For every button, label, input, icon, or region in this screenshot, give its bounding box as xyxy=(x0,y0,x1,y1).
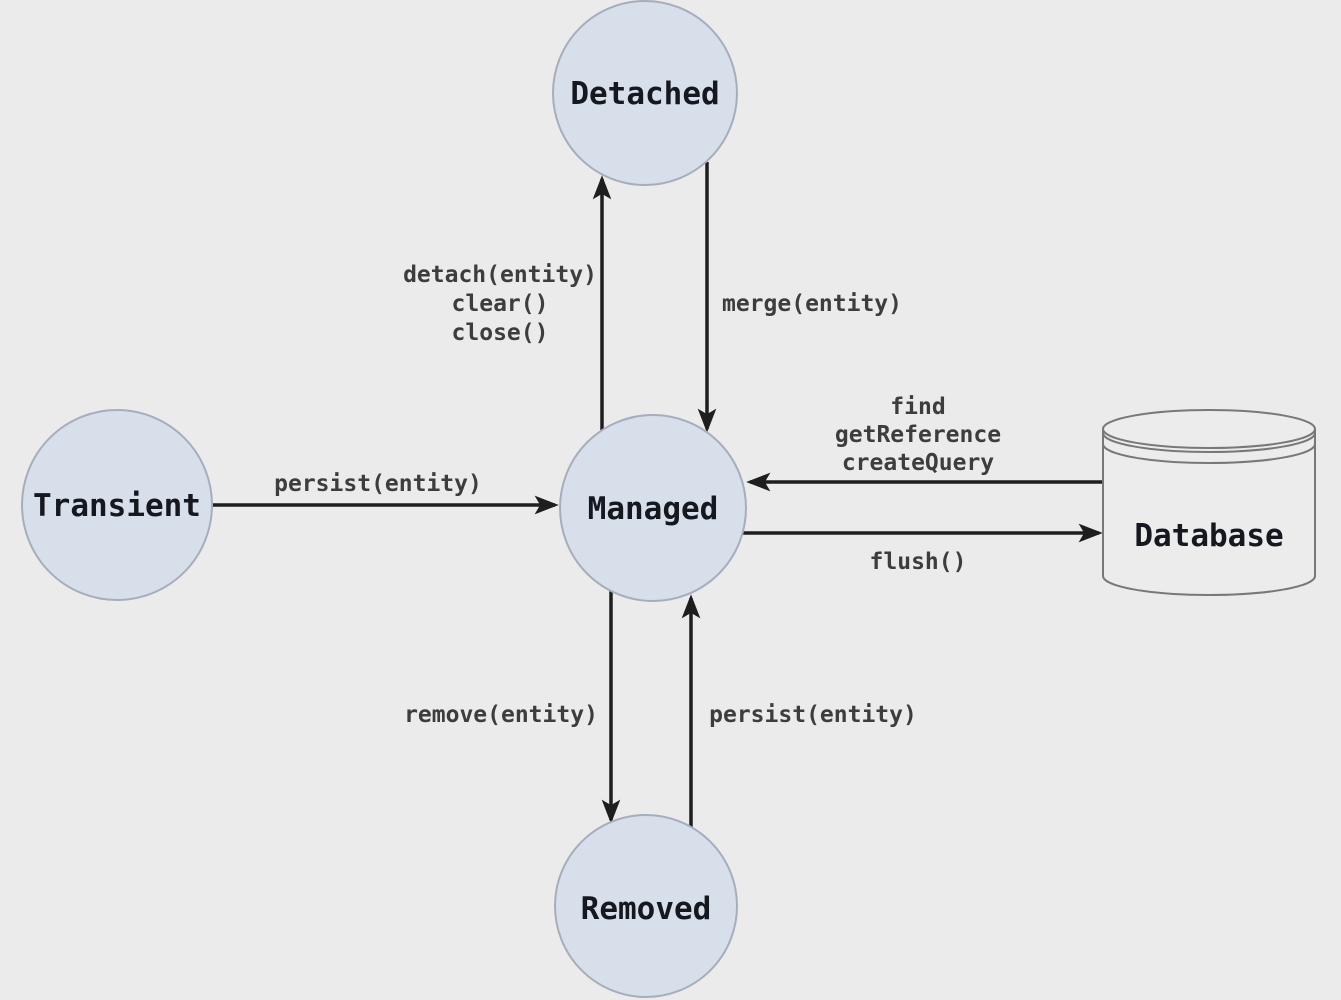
removed-circle xyxy=(554,814,738,998)
edge-merge: merge(entity) xyxy=(697,162,902,433)
edge-persist-removed: persist(entity) xyxy=(681,594,917,829)
detached-label: Detached xyxy=(570,76,719,112)
edge-persist-transient: persist(entity) xyxy=(213,471,559,515)
detach-label-line1: detach(entity) xyxy=(403,262,597,288)
managed-circle xyxy=(559,414,747,602)
persist-removed-label: persist(entity) xyxy=(709,702,917,728)
find-label-line2: getReference xyxy=(835,422,1001,448)
detached-circle xyxy=(552,0,738,186)
transient-circle xyxy=(21,409,213,601)
find-label-line1: find xyxy=(890,394,945,420)
database-cylinder-body xyxy=(1102,429,1316,596)
database-cylinder-rim2 xyxy=(1102,443,1316,464)
edge-find: find getReference createQuery xyxy=(746,394,1105,492)
transient-label: Transient xyxy=(33,488,201,524)
detach-label-line3: close() xyxy=(452,320,549,346)
node-removed: Removed xyxy=(554,814,738,998)
node-database: Database xyxy=(1102,409,1316,596)
merge-label: merge(entity) xyxy=(722,291,902,317)
detach-label-line2: clear() xyxy=(452,291,549,317)
managed-label: Managed xyxy=(588,491,719,527)
edge-flush: flush() xyxy=(742,523,1103,575)
flush-label: flush() xyxy=(870,549,967,575)
find-label-line3: createQuery xyxy=(842,450,994,476)
node-transient: Transient xyxy=(21,409,213,601)
persist-transient-label: persist(entity) xyxy=(274,471,482,497)
database-cylinder-top xyxy=(1102,409,1316,449)
removed-label: Removed xyxy=(581,891,712,927)
edge-detach: detach(entity) clear() close() xyxy=(403,175,612,430)
database-label: Database xyxy=(1134,518,1283,554)
node-detached: Detached xyxy=(552,0,738,186)
edge-remove: remove(entity) xyxy=(404,591,621,824)
node-managed: Managed xyxy=(559,414,747,602)
remove-label: remove(entity) xyxy=(404,702,598,728)
database-cylinder-rim1 xyxy=(1102,432,1316,453)
